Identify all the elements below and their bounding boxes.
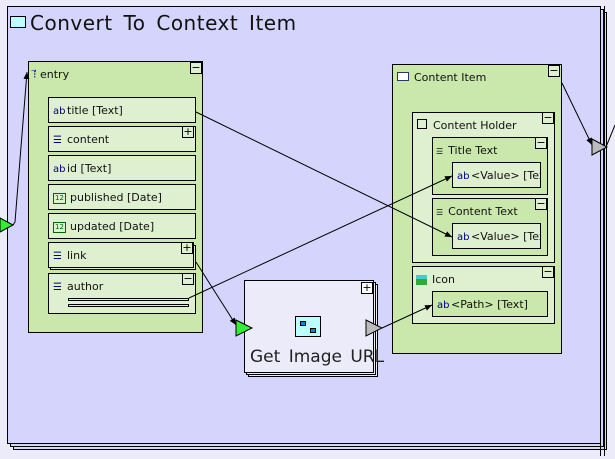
collapse-button[interactable]: − [535,197,547,210]
text-ab-icon: ab [53,164,66,175]
entry-text: entry [40,68,70,81]
content-item-icon [397,72,409,81]
content-value-field[interactable]: ab<Value> [Text] [452,223,541,249]
content-holder-label: Content Holder [417,119,517,132]
content-holder-text: Content Holder [433,119,517,132]
expand-button[interactable]: + [182,125,194,138]
field-published[interactable]: 12 published [Date] [48,184,196,210]
field-author[interactable]: ☰ author [48,273,196,314]
field-updated[interactable]: 12 updated [Date] [48,213,196,239]
field-label: <Value> [Text] [471,169,540,182]
title-text-label: ☰ Title Text [436,144,498,157]
connector [12,71,30,226]
field-label: published [Date] [70,191,162,204]
author-child-bar [68,304,189,307]
list-icon: ⁝⃗ [33,68,40,81]
field-link[interactable]: ☰ link [48,242,194,268]
input-port[interactable] [235,319,254,337]
entry-label: ⁝⃗ entry [33,68,69,81]
function-label: Get Image URL [250,347,385,367]
collapse-button[interactable]: − [535,136,547,149]
page-title: Convert To Context Item [30,11,297,35]
text-ab-icon: ab [457,171,470,182]
title-value-field[interactable]: ab<Value> [Text] [452,162,541,188]
connector [195,261,237,326]
content-text-label: ☰ Content Text [436,205,518,218]
date-icon: 12 [53,192,66,204]
function-icon [295,316,321,337]
text-ab-icon: ab [457,232,470,243]
author-child-bar [68,298,189,301]
icon-label: Icon [416,273,455,286]
field-label: <Value> [Text] [471,230,540,243]
collapse-button[interactable]: − [182,272,194,285]
field-content[interactable]: ☰ content [48,126,196,152]
frame-edge [600,6,605,456]
output-port[interactable] [591,138,609,156]
text-lines-icon: ☰ [436,147,444,156]
field-label: <Path> [Text] [451,298,528,311]
content-item-text: Content Item [414,71,487,84]
field-label: updated [Date] [70,220,155,233]
image-icon [416,275,427,285]
connector [561,82,593,146]
content-item-label: Content Item [397,71,486,84]
field-label: content [67,133,110,146]
expand-button[interactable]: + [181,241,193,254]
title-text-text: Title Text [448,144,498,157]
connector [381,304,433,329]
connector [195,111,453,238]
square-icon [417,119,427,129]
list-icon: ☰ [53,282,62,293]
map-icon [10,16,26,28]
path-field[interactable]: ab<Path> [Text] [432,291,548,317]
connector [188,175,453,299]
output-port[interactable] [365,319,384,337]
input-port[interactable] [0,217,15,233]
content-text-text: Content Text [448,205,518,218]
collapse-button[interactable]: − [190,61,202,74]
icon-text: Icon [432,273,455,286]
field-label: title [Text] [67,104,123,117]
expand-button[interactable]: + [361,281,373,294]
text-ab-icon: ab [437,300,450,311]
field-label: link [67,249,87,262]
connector [605,124,615,148]
collapse-button[interactable]: − [542,265,554,278]
date-icon: 12 [53,221,66,233]
list-icon: ☰ [53,135,62,146]
text-ab-icon: ab [53,106,66,117]
collapse-button[interactable]: − [542,111,554,124]
list-icon: ☰ [53,251,62,262]
collapse-button[interactable]: − [548,64,560,77]
field-label: author [67,280,104,293]
field-label: id [Text] [67,162,112,175]
text-lines-icon: ☰ [436,208,444,217]
